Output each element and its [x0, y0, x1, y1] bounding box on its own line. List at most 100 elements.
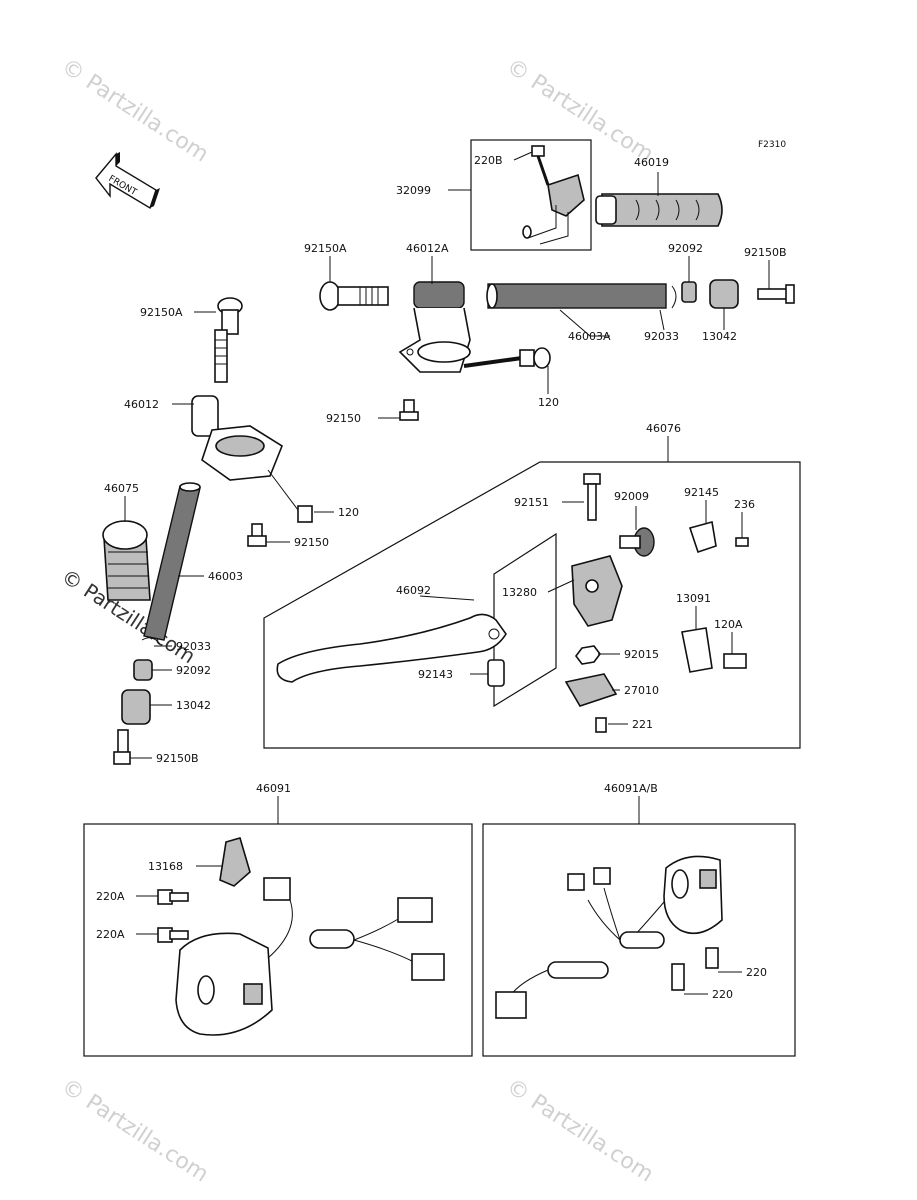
- bolt-120-top-icon: [463, 347, 551, 369]
- label-46003a: 46003A: [568, 330, 611, 343]
- handlebar-switch-left-icon: [175, 932, 273, 1036]
- throttle-grip-icon: [595, 193, 723, 227]
- clip-92033-top-icon: [671, 285, 677, 309]
- clamp-46012-icon: [191, 395, 283, 481]
- handlebar-46003-icon: [143, 482, 201, 641]
- watermark-bottom-left: © Partzilla.com: [57, 1074, 213, 1187]
- label-236: 236: [734, 498, 755, 511]
- bolt-120a-icon: [723, 653, 747, 669]
- label-46012: 46012: [124, 398, 159, 411]
- screw-236-icon: [735, 537, 749, 547]
- bolt-92151-icon: [583, 473, 601, 521]
- label-13280: 13280: [502, 586, 537, 599]
- label-92092-top: 92092: [668, 242, 703, 255]
- grip-46075-icon: [102, 520, 151, 601]
- label-46012a: 46012A: [406, 242, 449, 255]
- label-46075: 46075: [104, 482, 139, 495]
- handlebar-46003a-icon: [486, 283, 667, 309]
- label-46003: 46003: [208, 570, 243, 583]
- label-92015: 92015: [624, 648, 659, 661]
- svg-text:© Partzilla.com: © Partzilla.com: [57, 1074, 213, 1187]
- collar-92092-left-icon: [133, 659, 153, 681]
- handlebar-switch-right-icon: [663, 855, 723, 935]
- label-220-1: 220: [746, 966, 767, 979]
- svg-text:© Partzilla.com: © Partzilla.com: [502, 54, 658, 167]
- end-weight-13042-top-icon: [709, 279, 739, 309]
- wiring-harness-left-icon: [263, 877, 445, 981]
- clip-92033-left-icon: [141, 637, 161, 645]
- screw-220-2-icon: [671, 963, 685, 991]
- wiring-harness-right-icon: [495, 867, 665, 1019]
- label-92150-left: 92150: [294, 536, 329, 549]
- label-92150a-left: 92150A: [140, 306, 183, 319]
- front-arrow-icon: FRONT: [95, 152, 160, 210]
- collar-92143-icon: [487, 659, 505, 687]
- bolt-120-left-icon: [267, 469, 313, 523]
- label-13168: 13168: [148, 860, 183, 873]
- switch-46091-box: [83, 823, 473, 1057]
- label-13042-top: 13042: [702, 330, 737, 343]
- lever-46092-icon: [276, 613, 507, 683]
- watermark-top-left: © Partzilla.com: [57, 54, 213, 167]
- cover-13168-icon: [219, 837, 251, 887]
- screw-221-icon: [595, 717, 607, 733]
- throttle-housing-icon: [522, 173, 585, 245]
- bolt-92150b-top-icon: [757, 284, 795, 304]
- throttle-cable-box: [470, 139, 592, 251]
- bracket-13280-icon: [571, 555, 623, 627]
- label-32099: 32099: [396, 184, 431, 197]
- diagram-code: F2310: [758, 140, 786, 150]
- label-46092: 46092: [396, 584, 431, 597]
- label-46091ab: 46091A/B: [604, 782, 658, 795]
- label-120-top: 120: [538, 396, 559, 409]
- bolt-92150-top-icon: [399, 399, 419, 421]
- label-13042-left: 13042: [176, 699, 211, 712]
- label-92145: 92145: [684, 486, 719, 499]
- label-92033-top: 92033: [644, 330, 679, 343]
- svg-text:© Partzilla.com: © Partzilla.com: [57, 54, 213, 167]
- bolt-92150b-left-icon: [113, 729, 131, 765]
- label-92150a-top: 92150A: [304, 242, 347, 255]
- label-120-left: 120: [338, 506, 359, 519]
- label-46076: 46076: [646, 422, 681, 435]
- bolt-92150a-left-icon: [214, 297, 243, 383]
- part-labels: 32099 220B 46019 92150A 46012A 92092 921…: [96, 154, 787, 1001]
- label-92150-top: 92150: [326, 412, 361, 425]
- label-92009: 92009: [614, 490, 649, 503]
- watermark-top-right: © Partzilla.com: [502, 54, 658, 167]
- clip-92145-icon: [688, 520, 717, 554]
- label-220-2: 220: [712, 988, 733, 1001]
- adjuster-92009-icon: [619, 527, 655, 557]
- label-92092-left: 92092: [176, 664, 211, 677]
- bolt-92150-left-icon: [247, 523, 267, 547]
- clamp-46012a-icon: [398, 281, 471, 373]
- label-27010: 27010: [624, 684, 659, 697]
- label-92143: 92143: [418, 668, 453, 681]
- label-46019: 46019: [634, 156, 669, 169]
- clutch-lever-box: [263, 461, 801, 749]
- screw-220b-icon: [531, 145, 550, 186]
- label-92033-left: 92033: [176, 640, 211, 653]
- collar-92092-top-icon: [681, 281, 697, 303]
- screw-220a-2-icon: [157, 927, 189, 943]
- screw-220a-1-icon: [157, 889, 189, 905]
- end-weight-13042-left-icon: [121, 689, 151, 725]
- label-46091: 46091: [256, 782, 291, 795]
- screw-220-1-icon: [705, 947, 719, 969]
- label-92150b-top: 92150B: [744, 246, 787, 259]
- label-221: 221: [632, 718, 653, 731]
- nut-92015-icon: [575, 645, 601, 665]
- label-120a: 120A: [714, 618, 743, 631]
- watermark-bottom-right: © Partzilla.com: [502, 1074, 658, 1187]
- svg-text:© Partzilla.com: © Partzilla.com: [502, 1074, 658, 1187]
- leader-lines: [124, 151, 770, 995]
- label-92150b-left: 92150B: [156, 752, 199, 765]
- switch-27010-icon: [564, 673, 618, 707]
- bolt-92150a-top-icon: [319, 281, 389, 311]
- label-220b: 220B: [474, 154, 503, 167]
- holder-13091-icon: [681, 627, 713, 673]
- label-220a-1: 220A: [96, 890, 125, 903]
- label-13091: 13091: [676, 592, 711, 605]
